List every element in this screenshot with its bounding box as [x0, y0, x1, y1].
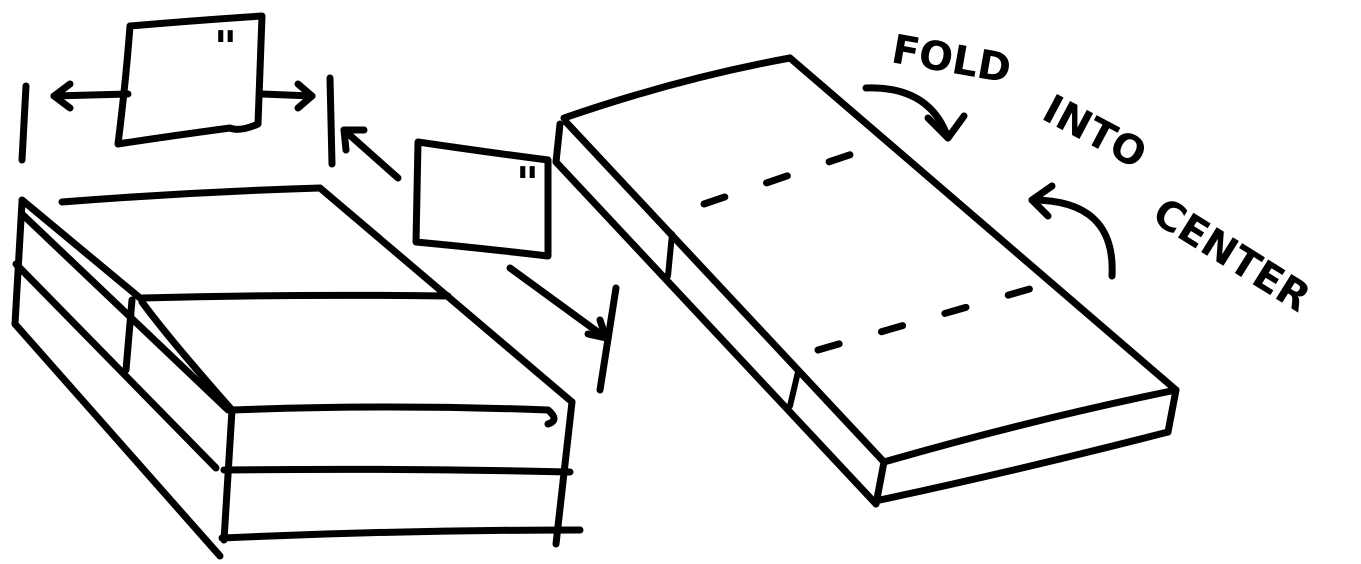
instruction-center: CENTER — [1145, 189, 1318, 321]
instruction-fold: FOLD — [888, 27, 1014, 93]
depth-dimension — [344, 130, 616, 390]
top-swatch: " — [118, 16, 262, 144]
stacked-block — [15, 188, 580, 556]
fold-instruction: FOLD INTO CENTER — [888, 27, 1318, 322]
width-dimension — [22, 78, 332, 164]
top-dimension-label: " — [214, 22, 237, 73]
side-swatch: " — [416, 142, 548, 256]
instruction-into: INTO — [1035, 86, 1153, 178]
side-dimension-label: " — [516, 158, 539, 209]
